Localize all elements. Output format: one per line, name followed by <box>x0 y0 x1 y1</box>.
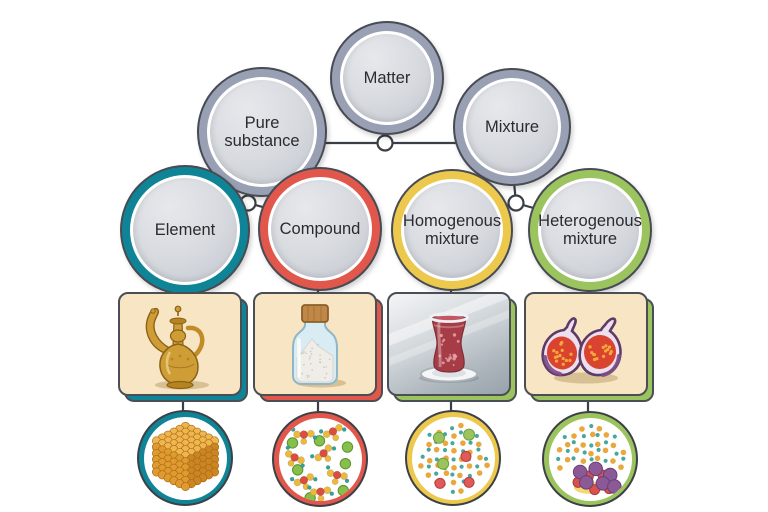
node-matter-label: Matter <box>363 68 411 87</box>
heterogenous-particle-mix <box>555 423 626 495</box>
heterogenous-particles-circle <box>542 411 638 507</box>
node-mixture-label: Mixture <box>484 117 540 136</box>
node-element-label: Element <box>154 220 216 239</box>
golden-ewer-illustration <box>145 305 209 390</box>
node-homogenous-mixture-face: Homogenous mixture <box>401 179 503 281</box>
figs-illustration <box>541 317 622 384</box>
homogenous-example-box <box>387 292 517 402</box>
heterogenous-particles-face <box>548 417 632 501</box>
fig-seeds-left <box>552 340 573 366</box>
element-atom-lattice <box>151 421 219 491</box>
heterogenous-example-box <box>524 292 654 402</box>
junction-dot-mixture <box>507 194 525 212</box>
homogenous-particles-circle <box>405 410 501 506</box>
compound-example-box <box>253 292 383 402</box>
compound-particles-circle <box>272 411 368 507</box>
homogenous-particle-mix <box>417 422 490 494</box>
node-heterogenous-mixture: Heterogenous mixture <box>528 168 652 292</box>
powder-grains <box>300 343 331 379</box>
compound-particles-face <box>278 417 362 501</box>
compound-example-card <box>253 292 377 396</box>
element-particles-circle <box>137 410 233 506</box>
element-example-card <box>118 292 242 396</box>
element-particles-face <box>143 416 227 500</box>
element-example-box <box>118 292 248 402</box>
node-compound-face: Compound <box>268 177 372 281</box>
compound-molecules <box>284 423 353 501</box>
node-heterogenous-mixture-label: Heterogenous mixture <box>538 211 642 248</box>
heterogenous-example-card <box>524 292 648 396</box>
node-compound-label: Compound <box>279 219 361 238</box>
node-element-face: Element <box>130 175 240 285</box>
fig-seeds-right <box>588 344 613 362</box>
node-compound: Compound <box>258 167 382 291</box>
node-matter: Matter <box>330 21 444 135</box>
tea-bubbles <box>438 333 460 366</box>
homogenous-particles-face <box>411 416 495 500</box>
node-homogenous-mixture: Homogenous mixture <box>391 169 513 291</box>
node-matter-face: Matter <box>340 31 434 125</box>
node-element: Element <box>120 165 250 295</box>
tea-glass-illustration <box>389 294 509 383</box>
junction-dot-matter <box>376 134 394 152</box>
powder-bottle-illustration <box>292 304 346 388</box>
node-mixture: Mixture <box>453 68 571 186</box>
node-homogenous-mixture-label: Homogenous mixture <box>402 211 502 248</box>
node-pure-substance-face: Pure substance <box>207 77 317 187</box>
node-heterogenous-mixture-face: Heterogenous mixture <box>538 178 642 282</box>
node-pure-substance: Pure substance <box>197 67 327 197</box>
node-pure-substance-label: Pure substance <box>224 113 300 150</box>
node-mixture-face: Mixture <box>463 78 561 176</box>
homogenous-example-card <box>387 292 511 396</box>
